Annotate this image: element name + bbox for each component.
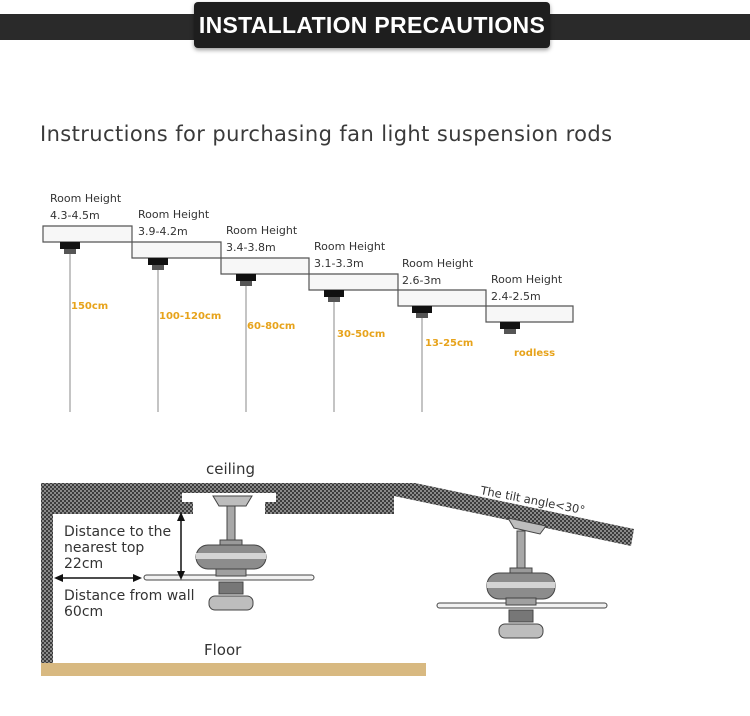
mount-base bbox=[504, 329, 516, 334]
fan-downrod bbox=[516, 530, 526, 572]
room-height-label: Room Height bbox=[314, 240, 386, 253]
mount-base bbox=[64, 249, 76, 254]
stair-outline bbox=[42, 225, 574, 323]
rod-length-label: rodless bbox=[514, 348, 555, 359]
step-3.1-3.3m: Room Height 3.1-3.3m 30-50cm bbox=[314, 240, 386, 412]
room-height-label: Room Height bbox=[491, 273, 563, 286]
fan-light-kit bbox=[208, 595, 254, 611]
distance-from-wall-dimension: Distance from wall 60cm bbox=[54, 574, 195, 620]
mount-cap bbox=[60, 242, 80, 249]
mount-base bbox=[240, 281, 252, 286]
room-height-value: 2.6-3m bbox=[402, 274, 441, 287]
fan-canopy bbox=[506, 517, 547, 535]
rod-length-label: 60-80cm bbox=[247, 321, 295, 332]
step-3.4-3.8m: Room Height 3.4-3.8m 60-80cm bbox=[226, 224, 298, 412]
mount-cap bbox=[412, 306, 432, 313]
floor-label: Floor bbox=[204, 641, 242, 659]
fan-switch-housing bbox=[508, 609, 534, 623]
room-height-value: 2.4-2.5m bbox=[491, 290, 541, 303]
fan-canopy bbox=[212, 495, 253, 507]
fan-downrod bbox=[226, 505, 236, 543]
room-height-label: Room Height bbox=[402, 257, 474, 270]
step-2.6-3m: Room Height 2.6-3m 13-25cm bbox=[402, 257, 474, 412]
ceiling-slab bbox=[41, 483, 415, 514]
floor bbox=[41, 663, 426, 676]
distance-wall-line1: Distance from wall bbox=[64, 588, 195, 604]
step-4.3-4.5m: Room Height 4.3-4.5m 150cm bbox=[50, 192, 122, 412]
sloped-ceiling bbox=[394, 483, 634, 546]
step-2.4-2.5m: Room Height 2.4-2.5m rodless bbox=[491, 273, 563, 359]
room-height-value: 3.1-3.3m bbox=[314, 257, 364, 270]
fan-collar bbox=[219, 539, 243, 546]
room-height-label: Room Height bbox=[226, 224, 298, 237]
banner-title: INSTALLATION PRECAUTIONS bbox=[198, 11, 546, 38]
room-height-label: Room Height bbox=[50, 192, 122, 205]
room-height-value: 3.4-3.8m bbox=[226, 241, 276, 254]
fan-motor-band bbox=[487, 582, 555, 588]
mount-cap bbox=[236, 274, 256, 281]
fan-hub bbox=[215, 568, 247, 577]
fan-switch-housing bbox=[218, 581, 244, 595]
mount-cap bbox=[148, 258, 168, 265]
distance-top-line2: nearest top bbox=[64, 540, 144, 556]
distance-top-line1: Distance to the bbox=[64, 524, 171, 540]
mount-base bbox=[416, 313, 428, 318]
installation-illustration: ceiling Floor Distance to the n bbox=[41, 460, 634, 676]
page-heading: Instructions for purchasing fan light su… bbox=[40, 122, 613, 146]
room-height-value: 3.9-4.2m bbox=[138, 225, 188, 238]
mount-base bbox=[152, 265, 164, 270]
fan-hub bbox=[505, 597, 537, 606]
distance-top-value: 22cm bbox=[64, 556, 103, 572]
ceiling-label: ceiling bbox=[206, 460, 255, 478]
fan-collar bbox=[509, 567, 533, 574]
fan-motor-band bbox=[196, 553, 266, 559]
room-height-steps: Room Height 4.3-4.5m 150cm Room Height 3… bbox=[42, 192, 574, 412]
room-height-value: 4.3-4.5m bbox=[50, 209, 100, 222]
ceiling-fan-sloped bbox=[436, 517, 608, 639]
ceiling-fan-flat bbox=[143, 495, 315, 611]
distance-wall-value: 60cm bbox=[64, 604, 103, 620]
step-3.9-4.2m: Room Height 3.9-4.2m 100-120cm bbox=[138, 208, 221, 412]
title-banner: INSTALLATION PRECAUTIONS bbox=[194, 2, 550, 48]
rod-length-label: 150cm bbox=[71, 301, 108, 312]
fan-light-kit bbox=[498, 623, 544, 639]
mount-cap bbox=[324, 290, 344, 297]
distance-to-top-dimension: Distance to the nearest top 22cm bbox=[64, 512, 185, 580]
mount-cap bbox=[500, 322, 520, 329]
rod-length-label: 100-120cm bbox=[159, 311, 221, 322]
mount-base bbox=[328, 297, 340, 302]
rod-length-label: 13-25cm bbox=[425, 338, 473, 349]
room-height-label: Room Height bbox=[138, 208, 210, 221]
wall bbox=[41, 483, 53, 665]
rod-length-label: 30-50cm bbox=[337, 329, 385, 340]
